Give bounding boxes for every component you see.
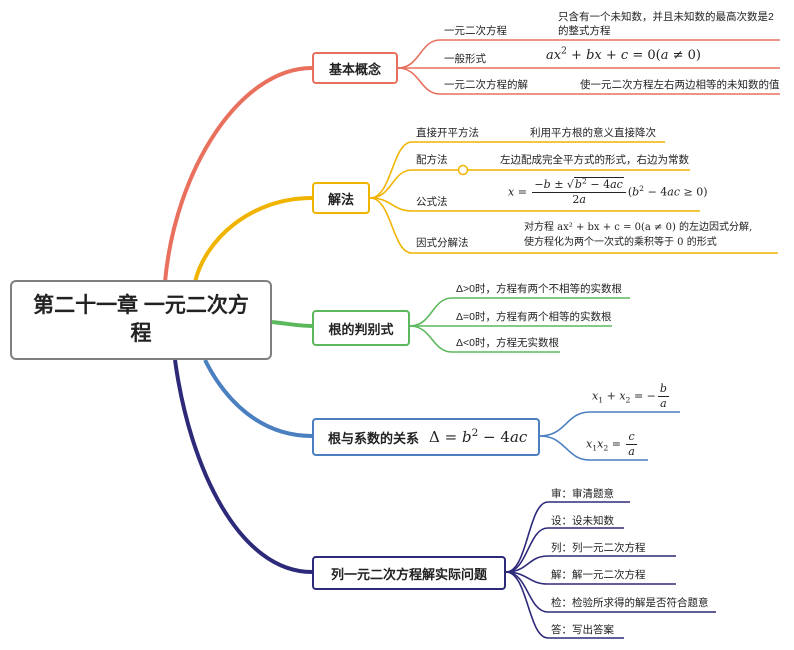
branch-solve[interactable]: 解法 bbox=[312, 182, 370, 214]
basic-item-solution-detail: 使一元二次方程左右两边相等的未知数的值 bbox=[580, 79, 780, 91]
solve-item-factor-label: 因式分解法 bbox=[416, 237, 469, 249]
apply-step-check: 检：检验所求得的解是否符合题意 bbox=[551, 597, 709, 609]
branch-apply-label: 列一元二次方程解实际问题 bbox=[330, 566, 487, 582]
branch-solve-label: 解法 bbox=[327, 191, 354, 207]
link-root-disc bbox=[271, 320, 313, 328]
branch-discriminant[interactable]: 根的判别式 bbox=[312, 310, 410, 346]
apply-step-solve: 解：解一元二次方程 bbox=[551, 569, 646, 581]
solve-item-factor-detail-2: 使方程化为两个一次式的乘积等于 0 的形式 bbox=[524, 237, 717, 248]
solve-item-complete-label: 配方法 bbox=[416, 154, 448, 166]
apply-step-answer: 答：写出答案 bbox=[551, 624, 614, 636]
branch-basic-concept[interactable]: 基本概念 bbox=[312, 52, 398, 84]
apply-step-list: 列：列一元二次方程 bbox=[551, 542, 646, 554]
relation-discriminant-formula: Δ = b2 − 4ac bbox=[429, 427, 528, 446]
solve-item-formula-label: 公式法 bbox=[416, 196, 448, 208]
basic-item-solution-label: 一元二次方程的解 bbox=[444, 79, 528, 91]
solve-item-complete-detail: 左边配成完全平方式的形式，右边为常数 bbox=[500, 154, 689, 166]
solve-item-sqrt-label: 直接开平方法 bbox=[416, 127, 479, 139]
basic-item-equation-label: 一元二次方程 bbox=[444, 25, 507, 37]
solve-item-sqrt-detail: 利用平方根的意义直接降次 bbox=[530, 127, 656, 139]
branch-root-coefficient-relation[interactable]: 根与系数的关系 Δ = b2 − 4ac bbox=[312, 418, 540, 456]
link-root-basic bbox=[163, 66, 313, 283]
basic-item-general-label: 一般形式 bbox=[444, 53, 486, 65]
basic-item-equation-detail: 只含有一个未知数，并且未知数的最高次数是2的整式方程 bbox=[558, 11, 774, 37]
branch-basic-label: 基本概念 bbox=[328, 61, 381, 77]
root-title: 第二十一章 一元二次方程 bbox=[33, 294, 249, 345]
root-topic[interactable]: 第二十一章 一元二次方程 bbox=[10, 280, 272, 360]
apply-step-set: 设：设未知数 bbox=[551, 515, 614, 527]
link-root-relation bbox=[203, 359, 313, 438]
apply-step-review: 审：审清题意 bbox=[551, 488, 614, 500]
solve-item-factor-detail-1: 对方程 ax² + bx + c = 0(a ≠ 0) 的左边因式分解, bbox=[524, 222, 753, 233]
disc-item-zero: Δ=0时，方程有两个相等的实数根 bbox=[456, 311, 612, 323]
link-root-apply bbox=[173, 359, 313, 574]
branch-word-problems[interactable]: 列一元二次方程解实际问题 bbox=[312, 556, 506, 590]
basic-general-formula: ax2 + bx + c = 0(a ≠ 0) bbox=[546, 46, 701, 63]
disc-item-negative: Δ<0时，方程无实数根 bbox=[456, 337, 559, 349]
branch-disc-label: 根的判别式 bbox=[328, 321, 394, 337]
link-root-solve bbox=[193, 196, 313, 283]
collapse-dot bbox=[457, 164, 469, 176]
branch-relation-label: 根与系数的关系 bbox=[328, 430, 420, 446]
disc-item-positive: Δ>0时，方程有两个不相等的实数根 bbox=[456, 283, 622, 295]
